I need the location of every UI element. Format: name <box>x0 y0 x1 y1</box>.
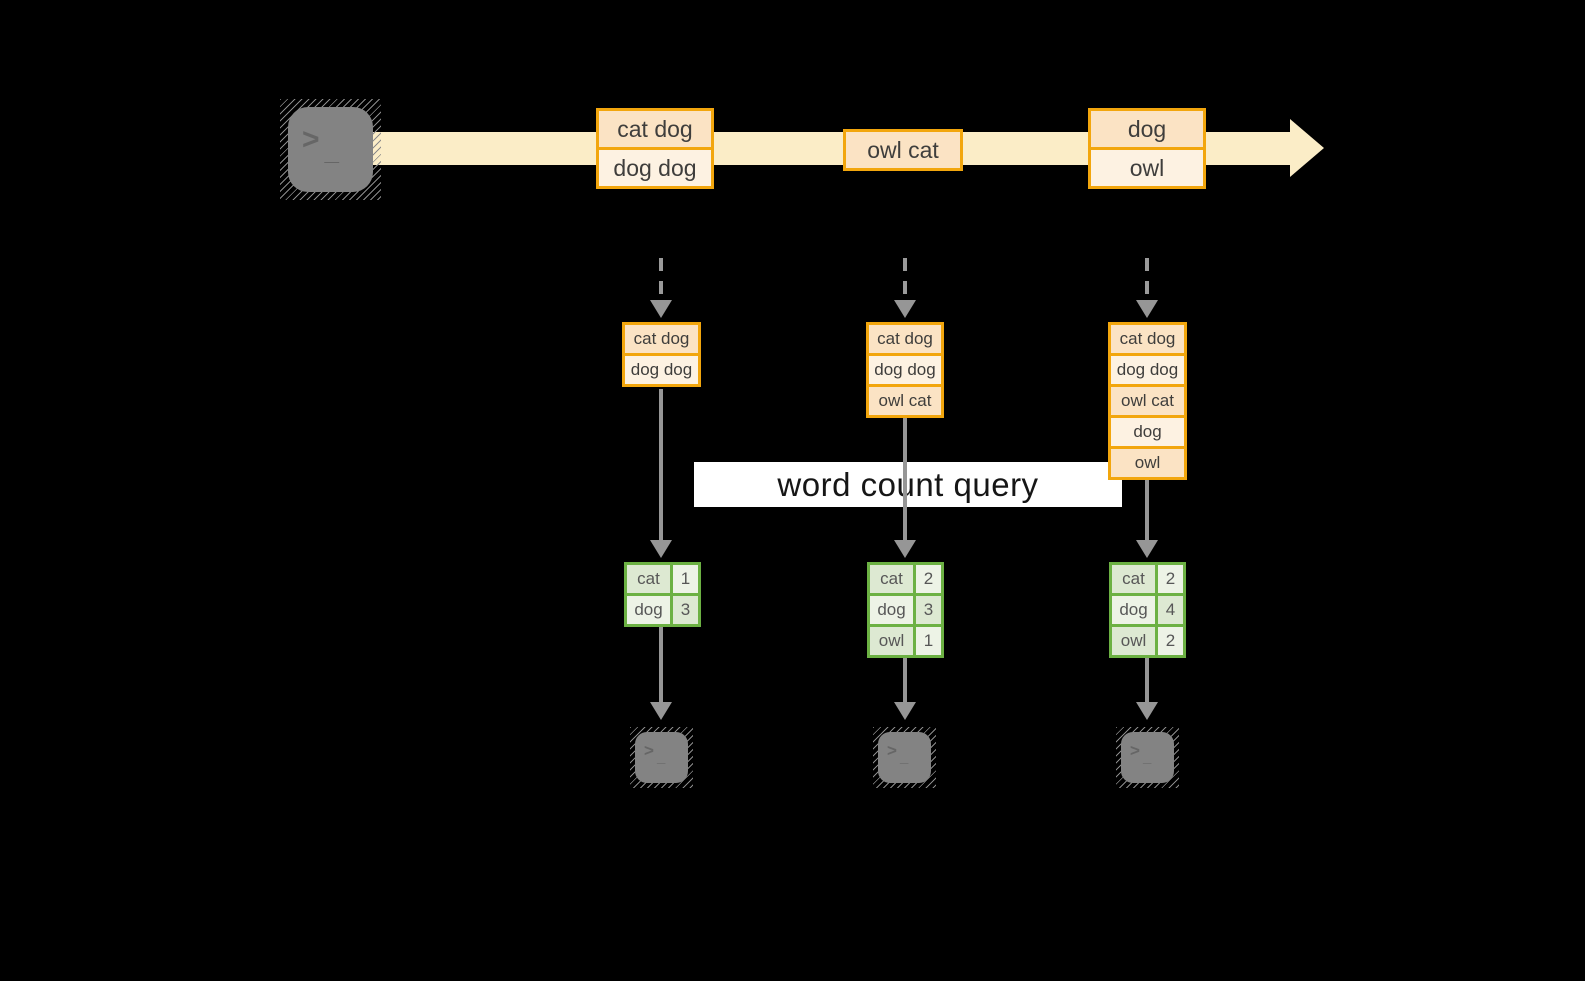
word-count-query-banner: word count query <box>694 462 1122 507</box>
count-cell: 2 <box>1158 627 1183 655</box>
output-arrow-3 <box>1145 658 1149 703</box>
sink-terminal-icon-2: > _ <box>873 727 936 788</box>
word-cell: owl <box>1112 627 1155 655</box>
word-cell: cat <box>870 565 913 593</box>
stream-record: owl <box>1091 150 1203 186</box>
stream-batch-1: cat dog dog dog <box>596 108 714 189</box>
result-table-2: cat 2 dog 3 owl 1 <box>867 562 944 658</box>
result-table-1: cat 1 dog 3 <box>624 562 701 627</box>
count-cell: 2 <box>916 565 941 593</box>
word-cell: dog <box>627 596 670 624</box>
count-cell: 3 <box>916 596 941 624</box>
query-arrow-2 <box>903 418 907 540</box>
output-arrowhead-3-icon <box>1136 702 1158 720</box>
output-arrow-1 <box>659 627 663 703</box>
batch-input-arrowhead-1-icon <box>650 300 672 318</box>
input-row: cat dog <box>869 325 941 353</box>
stream-record: cat dog <box>599 111 711 147</box>
count-cell: 2 <box>1158 565 1183 593</box>
query-arrowhead-1-icon <box>650 540 672 558</box>
stream-batch-2: owl cat <box>843 129 963 171</box>
terminal-prompt-glyph: > <box>887 741 897 760</box>
stream-record: dog <box>1091 111 1203 147</box>
terminal-cursor-glyph: _ <box>1142 749 1152 766</box>
sink-terminal-icon-3: > _ <box>1116 727 1179 788</box>
stream-timeline-arrowhead-icon <box>1290 119 1324 177</box>
input-table-1: cat dog dog dog <box>622 322 701 387</box>
input-table-3: cat dog dog dog owl cat dog owl <box>1108 322 1187 480</box>
batch-input-arrow-2 <box>903 258 907 300</box>
input-row: cat dog <box>625 325 698 353</box>
query-arrow-1 <box>659 389 663 540</box>
word-cell: cat <box>627 565 670 593</box>
output-arrowhead-1-icon <box>650 702 672 720</box>
stream-record: dog dog <box>599 150 711 186</box>
input-row: cat dog <box>1111 325 1184 353</box>
sink-terminal-icon-1: > _ <box>630 727 693 788</box>
word-cell: cat <box>1112 565 1155 593</box>
batch-input-arrow-3 <box>1145 258 1149 300</box>
terminal-screen: > _ <box>635 732 688 783</box>
count-cell: 3 <box>673 596 698 624</box>
count-cell: 4 <box>1158 596 1183 624</box>
stream-record: owl cat <box>846 132 960 168</box>
input-row: owl <box>1111 449 1184 477</box>
count-cell: 1 <box>916 627 941 655</box>
query-arrow-3 <box>1145 480 1149 540</box>
terminal-cursor-glyph: _ <box>899 749 909 766</box>
input-row: owl cat <box>1111 387 1184 415</box>
terminal-cursor-glyph: _ <box>656 749 666 766</box>
input-row: dog <box>1111 418 1184 446</box>
input-table-2: cat dog dog dog owl cat <box>866 322 944 418</box>
terminal-screen: > _ <box>1121 732 1174 783</box>
input-row: dog dog <box>625 356 698 384</box>
input-row: dog dog <box>1111 356 1184 384</box>
stream-batch-3: dog owl <box>1088 108 1206 189</box>
query-arrowhead-3-icon <box>1136 540 1158 558</box>
batch-input-arrowhead-2-icon <box>894 300 916 318</box>
terminal-cursor-glyph: _ <box>324 136 339 166</box>
word-cell: dog <box>870 596 913 624</box>
input-row: owl cat <box>869 387 941 415</box>
output-arrow-2 <box>903 658 907 703</box>
word-cell: dog <box>1112 596 1155 624</box>
word-cell: owl <box>870 627 913 655</box>
batch-input-arrow-1 <box>659 258 663 300</box>
result-table-3: cat 2 dog 4 owl 2 <box>1109 562 1186 658</box>
output-arrowhead-2-icon <box>894 702 916 720</box>
terminal-screen: > _ <box>878 732 931 783</box>
source-terminal-icon: > _ <box>280 99 381 200</box>
terminal-prompt-glyph: > <box>644 741 654 760</box>
batch-input-arrowhead-3-icon <box>1136 300 1158 318</box>
terminal-prompt-glyph: > <box>302 123 320 156</box>
input-row: dog dog <box>869 356 941 384</box>
terminal-prompt-glyph: > <box>1130 741 1140 760</box>
count-cell: 1 <box>673 565 698 593</box>
query-arrowhead-2-icon <box>894 540 916 558</box>
terminal-screen: > _ <box>288 107 373 192</box>
